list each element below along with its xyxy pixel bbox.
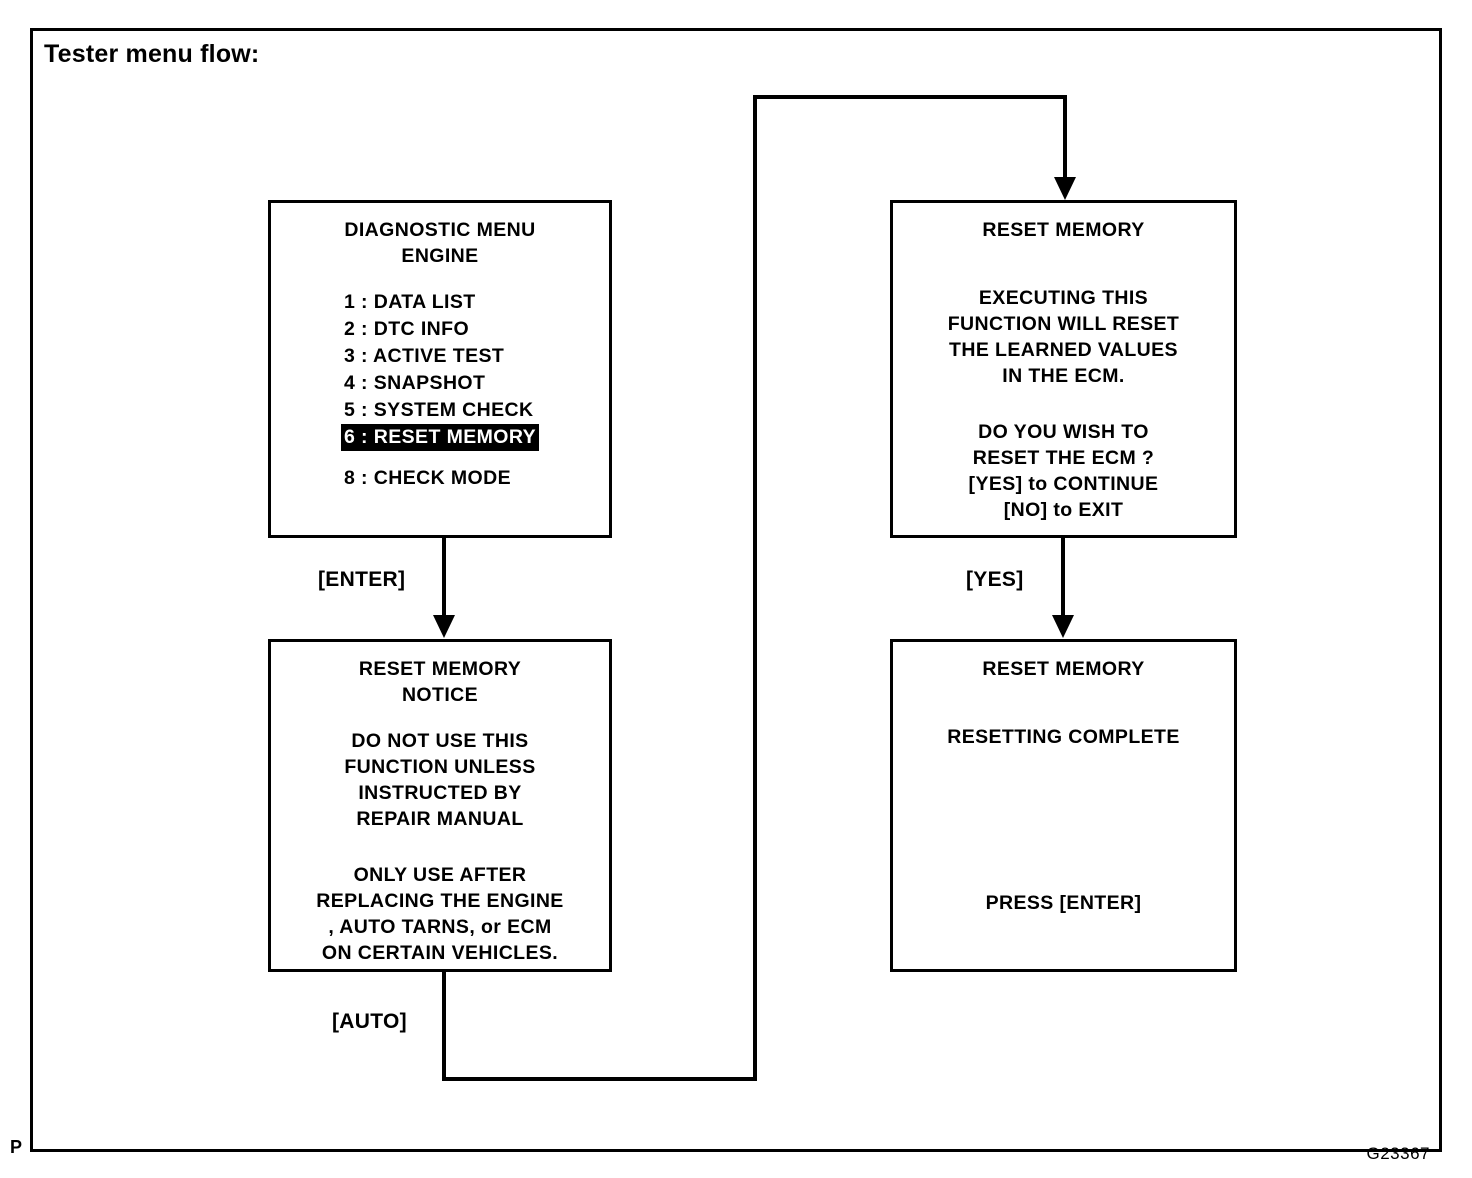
reset-complete-gap-1b [893, 712, 1234, 724]
corner-mark: P [10, 1137, 23, 1157]
reset-confirm-body-line-2: FUNCTION WILL RESET [947, 313, 1180, 335]
reset-confirm-gap-1 [893, 243, 1234, 273]
reset-notice-warning-line-3: INSTRUCTED BY [358, 782, 522, 804]
reset-confirm-gap-2 [893, 389, 1234, 419]
menu-item-data-list[interactable]: 1 : DATA LIST [343, 291, 476, 313]
connector-enter-line [442, 537, 446, 617]
reset-notice-gap-2 [271, 832, 609, 862]
reset-confirm-prompt-line-2: RESET THE ECM ? [972, 447, 1155, 469]
reset-confirm-body-line-3: THE LEARNED VALUES [949, 339, 1178, 361]
connector-enter-label: [ENTER] [318, 568, 406, 591]
connector-auto-line-down [442, 972, 446, 1081]
reset-complete-gap-1 [893, 682, 1234, 712]
connector-yes-label: [YES] [966, 568, 1024, 591]
connector-yes-line [1061, 538, 1065, 618]
screen-diagnostic-menu: DIAGNOSTIC MENU ENGINE 1 : DATA LIST 2 :… [268, 200, 612, 538]
reset-notice-usage-line-2: REPLACING THE ENGINE [316, 890, 564, 912]
reset-notice-warning-line-1: DO NOT USE THIS [351, 730, 529, 752]
reset-complete-gap-2 [893, 750, 1234, 890]
reset-notice-usage-line-1: ONLY USE AFTER [353, 864, 527, 886]
figure-border [30, 28, 1442, 1152]
menu-gap [341, 451, 539, 465]
menu-item-system-check[interactable]: 5 : SYSTEM CHECK [343, 399, 534, 421]
menu-item-snapshot[interactable]: 4 : SNAPSHOT [343, 372, 486, 394]
reset-complete-status: RESETTING COMPLETE [947, 726, 1180, 748]
screen-reset-memory-complete: RESET MEMORY RESETTING COMPLETE PRESS [E… [890, 639, 1237, 972]
diagnostic-menu-list: 1 : DATA LIST 2 : DTC INFO 3 : ACTIVE TE… [340, 289, 540, 492]
connector-yes-arrowhead [1052, 615, 1074, 638]
screen-reset-memory-confirm: RESET MEMORY EXECUTING THIS FUNCTION WIL… [890, 200, 1237, 538]
connector-auto-line-into-confirm [1063, 95, 1067, 180]
reset-notice-title-line-1: RESET MEMORY [358, 658, 522, 680]
reset-confirm-body-line-1: EXECUTING THIS [978, 287, 1149, 309]
diagnostic-menu-title-line-1: DIAGNOSTIC MENU [344, 219, 536, 241]
reset-confirm-title: RESET MEMORY [982, 219, 1145, 241]
connector-auto-arrowhead [1054, 177, 1076, 200]
reset-confirm-prompt-yes[interactable]: [YES] to CONTINUE [968, 473, 1159, 495]
menu-item-check-mode[interactable]: 8 : CHECK MODE [343, 467, 512, 489]
reset-notice-warning-line-4: REPAIR MANUAL [356, 808, 524, 830]
reset-complete-title: RESET MEMORY [982, 658, 1145, 680]
connector-auto-line-top [753, 95, 1067, 99]
menu-item-active-test[interactable]: 3 : ACTIVE TEST [343, 345, 505, 367]
reset-notice-warning-line-2: FUNCTION UNLESS [344, 756, 536, 778]
screen-reset-memory-notice: RESET MEMORY NOTICE DO NOT USE THIS FUNC… [268, 639, 612, 972]
figure-id: G23367 [1366, 1144, 1430, 1163]
connector-auto-line-right [442, 1077, 757, 1081]
connector-auto-label: [AUTO] [332, 1010, 407, 1033]
menu-item-reset-memory[interactable]: 6 : RESET MEMORY [340, 424, 540, 451]
menu-item-dtc-info[interactable]: 2 : DTC INFO [343, 318, 470, 340]
reset-notice-title-line-2: NOTICE [401, 684, 479, 706]
reset-confirm-prompt-no[interactable]: [NO] to EXIT [1003, 499, 1124, 521]
reset-notice-gap-1 [271, 708, 609, 728]
reset-confirm-prompt-line-1: DO YOU WISH TO [978, 421, 1149, 443]
diagnostic-menu-title-line-2: ENGINE [401, 245, 479, 267]
reset-confirm-gap-1b [893, 273, 1234, 285]
connector-auto-line-up [753, 95, 757, 1081]
reset-confirm-body-line-4: IN THE ECM. [1002, 365, 1125, 387]
connector-enter-arrowhead [433, 615, 455, 638]
reset-notice-usage-line-3: , AUTO TARNS, or ECM [328, 916, 552, 938]
reset-notice-usage-line-4: ON CERTAIN VEHICLES. [321, 942, 559, 964]
page-title: Tester menu flow: [44, 40, 260, 68]
reset-complete-action[interactable]: PRESS [ENTER] [985, 892, 1142, 914]
